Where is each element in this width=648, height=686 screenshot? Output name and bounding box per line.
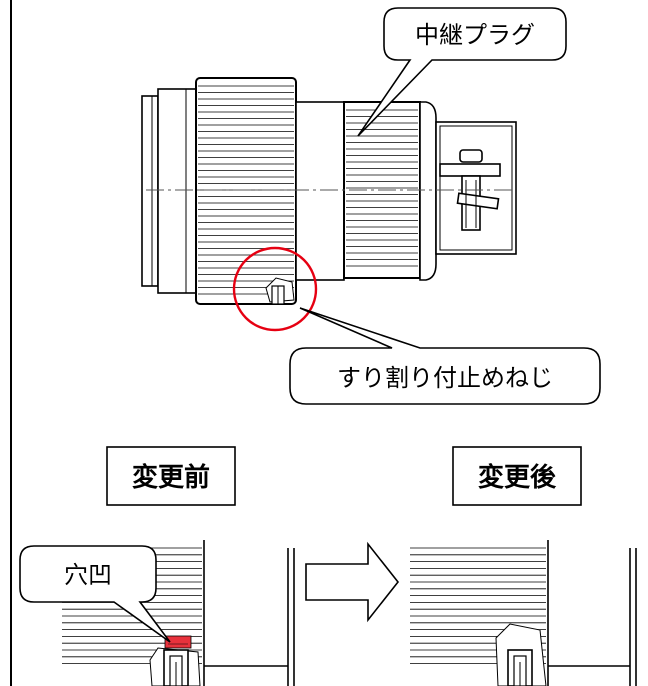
detail-after	[410, 540, 637, 686]
callout-hole-shape	[19, 545, 171, 643]
plug-end-cap	[419, 101, 437, 281]
callout-relay-plug-label: 中継プラグ	[415, 21, 535, 49]
callout-hole: 穴凹	[19, 545, 171, 643]
label-before-box: 変更前	[106, 446, 236, 506]
screw-highlight-circle	[232, 246, 318, 332]
change-arrow	[305, 541, 400, 623]
label-before: 変更前	[132, 462, 210, 493]
callout-relay-plug: 中継プラグ	[357, 7, 567, 137]
relay-plug-drawing	[141, 77, 517, 305]
plug-left-flange	[141, 95, 159, 287]
callout-slotted-screw-label: すり割り付止めねじ	[337, 364, 553, 392]
callout-hole-label: 穴凹	[64, 561, 112, 589]
label-after-box: 変更後	[452, 446, 582, 506]
hole-dent-highlight	[164, 635, 192, 649]
plug-body-middle	[295, 101, 345, 281]
callout-slotted-screw-shape	[289, 307, 601, 405]
callout-slotted-screw: すり割り付止めねじ	[289, 307, 601, 405]
callout-relay-plug-shape	[357, 7, 567, 137]
label-after: 変更後	[478, 462, 557, 493]
